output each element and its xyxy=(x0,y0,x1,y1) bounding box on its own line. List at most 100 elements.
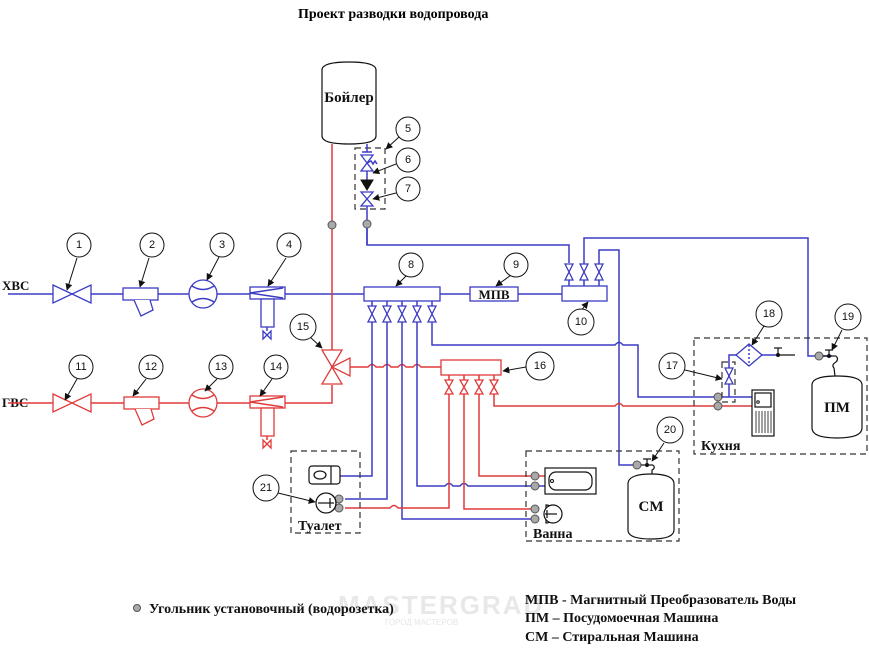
cold-manifold xyxy=(363,286,441,302)
callout-10: 10 xyxy=(567,301,595,336)
cold-ball-valve xyxy=(52,283,92,305)
watermark-subtext: ГОРОД МАСТЕРОВ xyxy=(385,618,458,627)
dishwasher-connector xyxy=(814,351,824,361)
washing-machine-connector xyxy=(632,460,642,470)
toilet-sink-cold-pipe xyxy=(345,322,388,500)
callout-9: 9 xyxy=(495,252,529,287)
toilet-sink-hot-pipe xyxy=(345,394,450,509)
washing-machine-label: СМ xyxy=(639,499,664,515)
kitchen-manifold xyxy=(561,285,608,302)
hot-main-pipe xyxy=(8,385,333,404)
page-title: Проект разводки водопровода xyxy=(298,7,488,22)
svg-text:17: 17 xyxy=(666,360,678,372)
bathtub-cold-connector xyxy=(530,481,540,491)
three-way-mixing-valve xyxy=(320,349,351,385)
magnetic-water-converter: МПВ xyxy=(469,286,519,302)
kitchen-hot-connector xyxy=(713,401,723,411)
svg-text:13: 13 xyxy=(215,361,227,373)
hot-ball-valve xyxy=(52,392,92,414)
bath-sink-hot-pipe xyxy=(463,394,534,510)
svg-text:14: 14 xyxy=(270,361,282,373)
svg-text:16: 16 xyxy=(534,360,546,372)
legend-connector-text: Угольник установочный (водорозетка) xyxy=(149,602,394,617)
callout-3: 3 xyxy=(206,232,235,281)
dishwasher: ПМ xyxy=(811,375,863,439)
callout-6: 6 xyxy=(372,147,421,174)
kitchen-cold-connector xyxy=(713,392,723,402)
svg-text:5: 5 xyxy=(405,123,411,135)
kitchen-sink-hot-pipe xyxy=(493,394,717,407)
svg-text:1: 1 xyxy=(76,239,82,251)
washing-machine-supply-pipe xyxy=(598,249,633,466)
svg-text:18: 18 xyxy=(763,308,775,320)
filter-shutoff-valve xyxy=(723,367,735,385)
hot-manifold-valves xyxy=(443,375,500,395)
cold-strainer xyxy=(122,287,159,317)
bathtub-cold-pipe xyxy=(416,322,534,487)
callout-7: 7 xyxy=(372,176,421,202)
bath-sink-hot-connector xyxy=(530,504,540,514)
kitchen-sink-cold-pipe xyxy=(431,322,717,398)
svg-text:20: 20 xyxy=(664,424,676,436)
svg-text:9: 9 xyxy=(513,259,519,271)
bath-sink-cold-connector xyxy=(530,514,540,524)
toilet-label: Туалет xyxy=(298,519,342,534)
svg-text:21: 21 xyxy=(260,482,272,494)
bathtub-hot-connector xyxy=(530,471,540,481)
hot-strainer xyxy=(123,396,160,426)
callout-16: 16 xyxy=(502,351,555,381)
hot-pressure-reducer xyxy=(249,395,286,450)
kitchen-label: Кухня xyxy=(701,439,741,454)
callout-21: 21 xyxy=(252,474,316,504)
cold-water-meter xyxy=(188,279,218,309)
callout-15: 15 xyxy=(289,313,323,349)
washing-machine: СМ xyxy=(627,473,675,540)
callout-11: 11 xyxy=(64,354,94,401)
callout-5: 5 xyxy=(385,116,421,150)
filter-valve-box xyxy=(721,361,736,403)
boiler-label: Бойлер xyxy=(324,90,373,106)
svg-text:2: 2 xyxy=(149,239,155,251)
cold-pressure-reducer xyxy=(249,286,286,341)
callout-12: 12 xyxy=(132,354,164,397)
legend-abbr-pm: ПМ – Посудомоечная Машина xyxy=(525,611,718,626)
bathtub xyxy=(544,467,597,495)
toilet-zone xyxy=(290,450,361,534)
callout-8: 8 xyxy=(395,252,424,287)
cold-water-label: ХВС xyxy=(2,278,29,293)
dishwasher-label: ПМ xyxy=(824,400,850,416)
watermark-text: MASTERGRAD xyxy=(338,590,544,620)
callout-1: 1 xyxy=(65,232,92,291)
callout-19: 19 xyxy=(831,303,862,351)
callout-13: 13 xyxy=(204,354,234,392)
toilet-bowl xyxy=(308,465,341,485)
boiler-cold-connector xyxy=(362,219,372,229)
bath-sink-cold-pipe xyxy=(401,322,534,520)
safety-group xyxy=(359,144,378,245)
kitchen-zone xyxy=(693,337,868,455)
hot-water-meter xyxy=(188,388,218,418)
callout-18: 18 xyxy=(751,300,783,346)
svg-text:8: 8 xyxy=(408,259,414,271)
bathroom-label: Ванна xyxy=(533,527,572,542)
toilet-washbasin xyxy=(315,492,337,514)
hot-manifold-feed-pipe xyxy=(350,363,441,368)
legend-abbr-mpv: МПВ - Магнитный Преобразователь Воды xyxy=(525,593,796,608)
svg-text:7: 7 xyxy=(405,183,411,195)
svg-text:4: 4 xyxy=(286,239,292,251)
boiler-cold-supply-pipe xyxy=(366,228,570,263)
legend-abbr-sm: СМ – Стиральная Машина xyxy=(525,630,699,645)
svg-text:11: 11 xyxy=(75,361,86,373)
callout-17: 17 xyxy=(658,352,723,381)
svg-text:6: 6 xyxy=(405,154,411,166)
svg-text:12: 12 xyxy=(145,361,157,373)
boiler: Бойлер xyxy=(321,61,377,145)
legend-connector-icon xyxy=(133,604,141,612)
bathtub-hot-pipe xyxy=(478,394,534,477)
hot-manifold xyxy=(440,359,502,376)
svg-text:3: 3 xyxy=(219,239,225,251)
washing-machine-valve xyxy=(641,458,655,474)
callout-4: 4 xyxy=(267,232,302,287)
mpv-label: МПВ xyxy=(478,287,509,302)
